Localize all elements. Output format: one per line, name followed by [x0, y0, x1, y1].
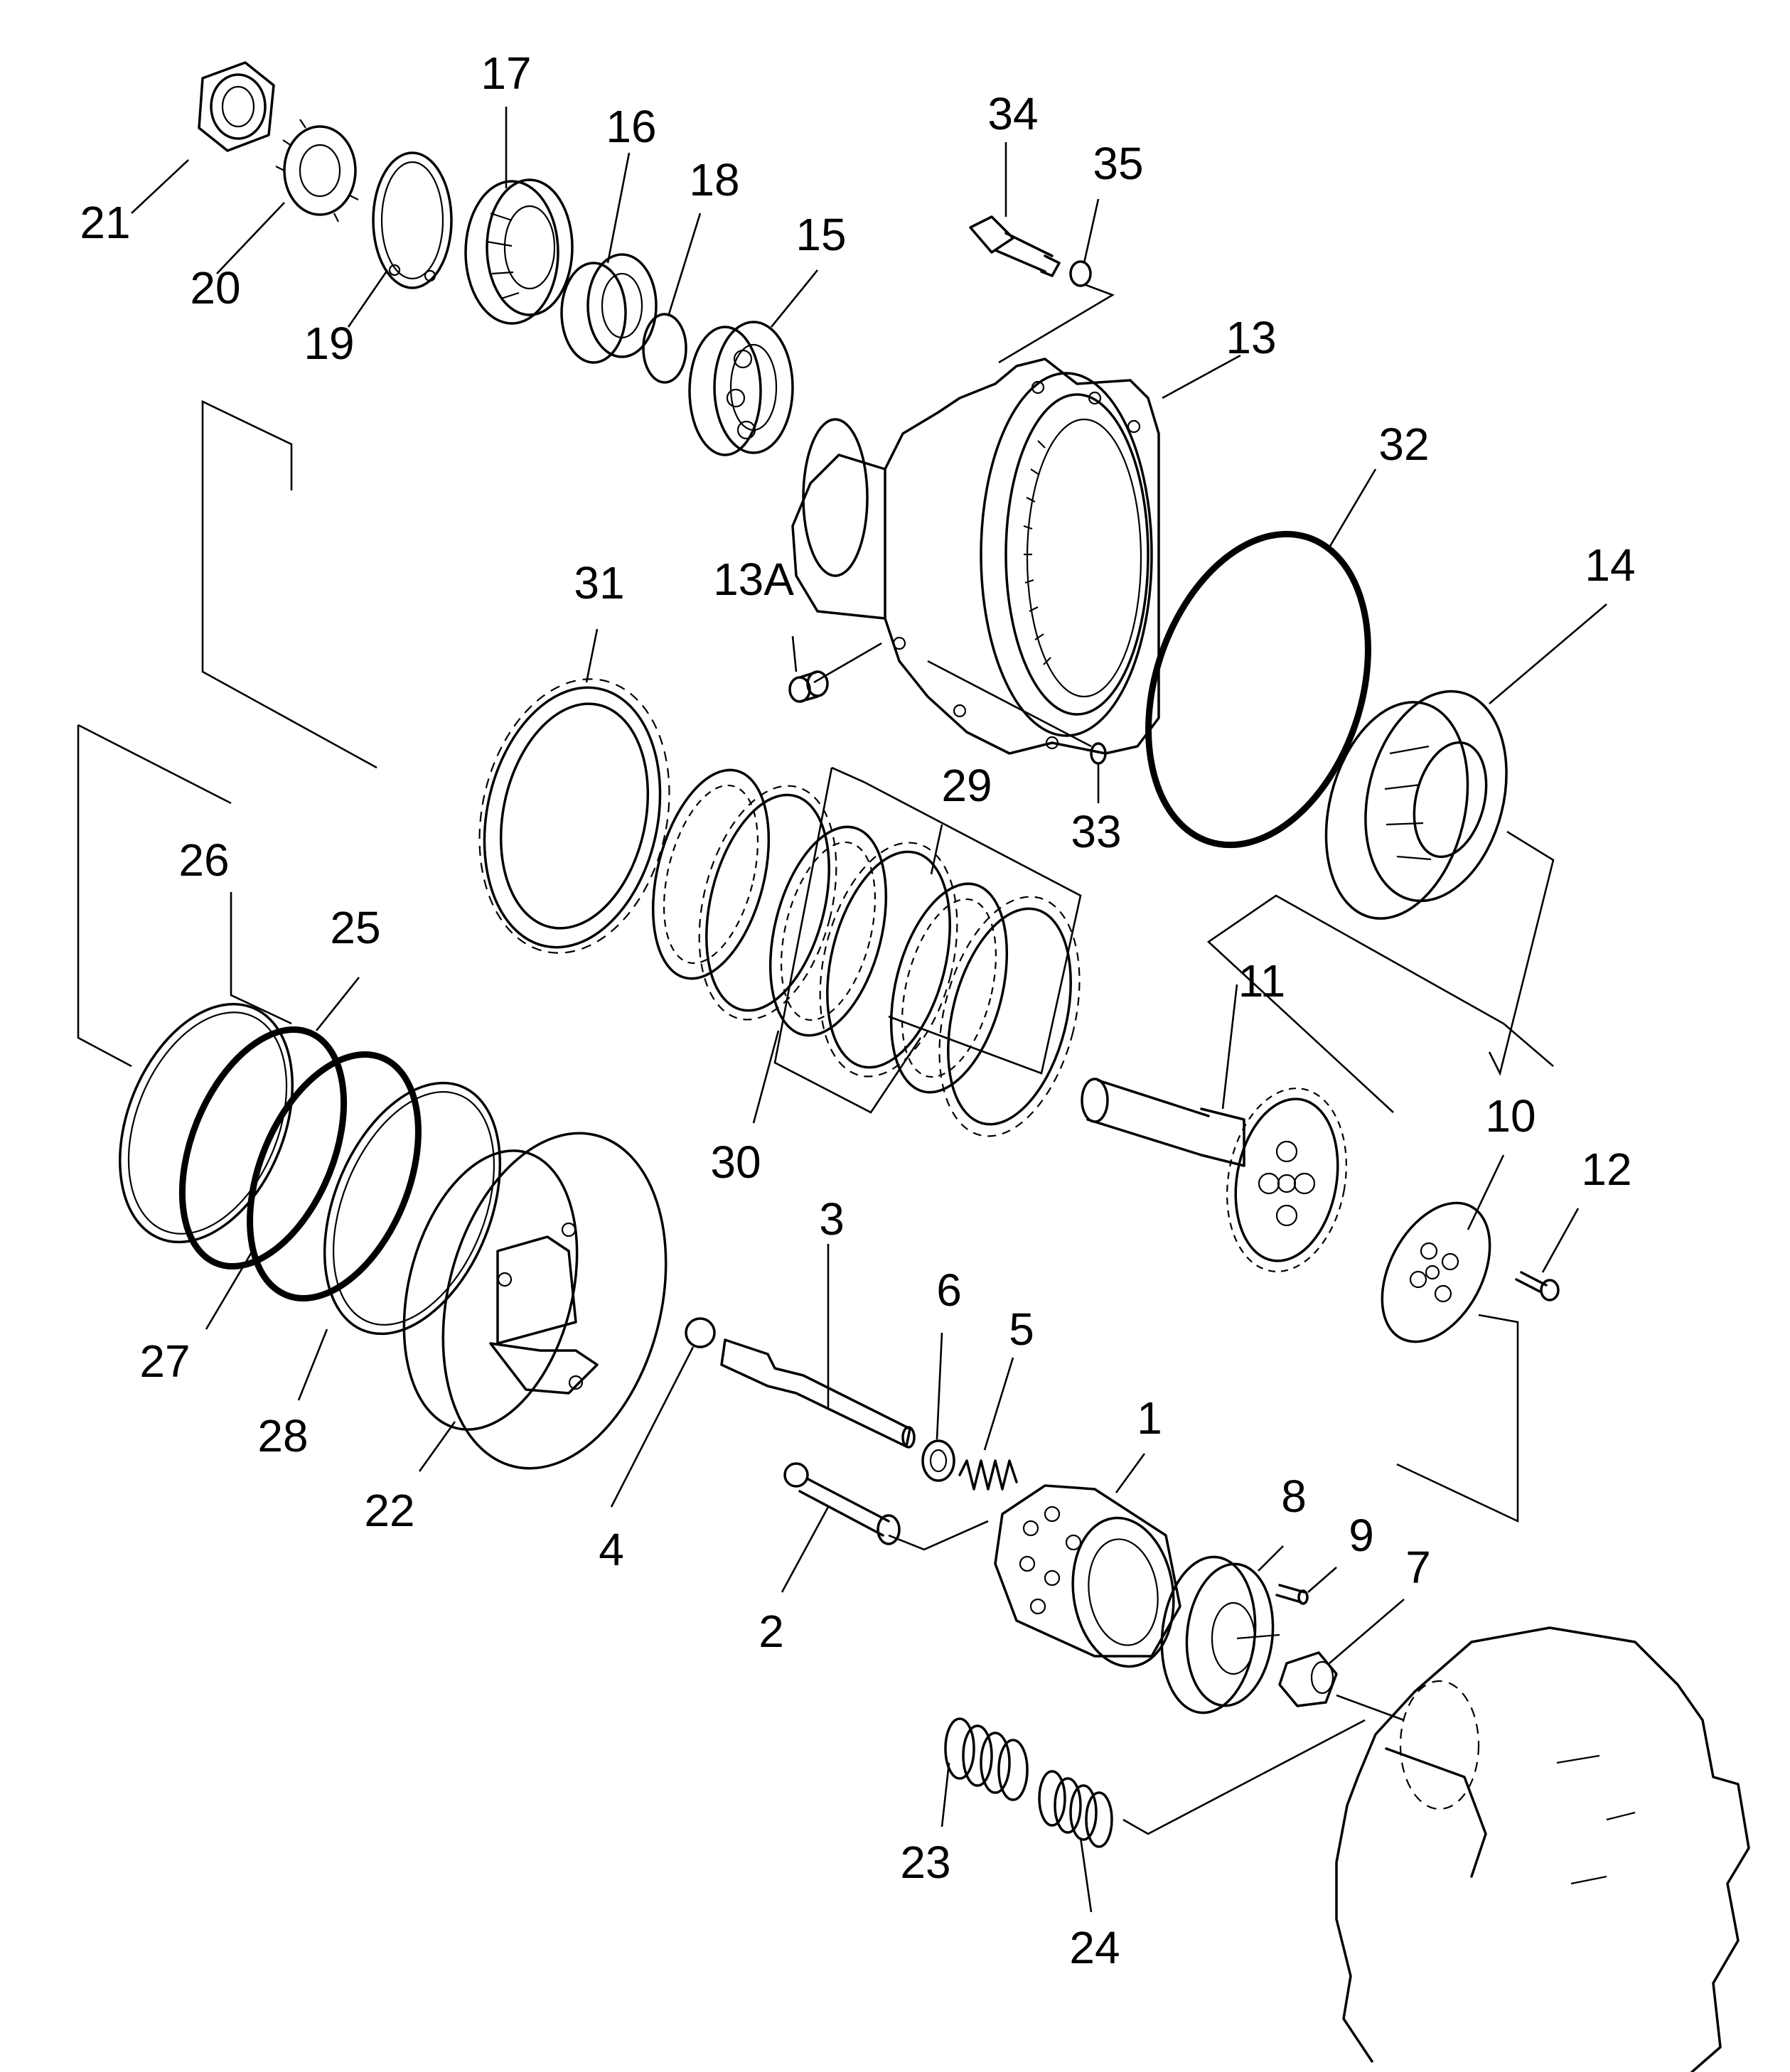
- part-main-housing-block: [1335, 1626, 1750, 2072]
- callout-23: 23: [900, 1837, 950, 1888]
- callout-19: 19: [304, 318, 354, 369]
- part-16-bushing: [560, 253, 658, 364]
- callout-33: 33: [1071, 806, 1121, 857]
- part-22-piston: [402, 1132, 668, 1470]
- callout-21: 21: [80, 197, 130, 248]
- callout-35: 35: [1093, 138, 1143, 189]
- callout-29: 29: [941, 760, 992, 811]
- part-34-bolt: [969, 215, 1061, 277]
- part-24-spring: [1038, 1770, 1113, 1848]
- callout-26: 26: [178, 834, 229, 886]
- part-23-spring: [944, 1717, 1029, 1801]
- part-3-spool: [720, 1338, 916, 1449]
- part-13-housing: [791, 358, 1160, 755]
- callout-27: 27: [139, 1336, 190, 1387]
- callout-11: 11: [1238, 955, 1285, 1007]
- callout-13a: 13A: [713, 554, 794, 605]
- part-17-seal: [464, 178, 574, 325]
- callout-28: 28: [257, 1410, 308, 1461]
- part-14-tapered-bearing: [1324, 689, 1508, 920]
- part-5-spring: [958, 1459, 1018, 1491]
- callout-6: 6: [936, 1265, 962, 1316]
- callout-17: 17: [481, 48, 531, 99]
- part-25-seal-ring: [178, 1026, 348, 1270]
- part-2-pin: [783, 1462, 901, 1545]
- callout-13: 13: [1226, 312, 1276, 363]
- part-19-snap-ring: [372, 151, 453, 289]
- callout-22: 22: [364, 1485, 414, 1536]
- callout-8: 8: [1281, 1471, 1307, 1522]
- part-4-ball: [685, 1317, 716, 1348]
- callout-2: 2: [759, 1606, 784, 1657]
- part-13a-plug: [788, 670, 829, 703]
- part-32-o-ring: [1145, 530, 1371, 849]
- part-18-o-ring: [642, 313, 687, 384]
- callout-labels: 1 2 3 4 5 6 7 8 9 10 11 12 13 13A 14 15 …: [80, 48, 1635, 1973]
- callout-10: 10: [1485, 1090, 1536, 1142]
- part-12-screw: [1515, 1271, 1560, 1301]
- part-7-bushing: [1278, 1651, 1338, 1707]
- part-31-ring-gear: [478, 678, 670, 954]
- callout-31: 31: [574, 557, 624, 608]
- callout-1: 1: [1137, 1392, 1162, 1444]
- callout-30: 30: [710, 1137, 761, 1188]
- callout-12: 12: [1581, 1144, 1631, 1195]
- callout-18: 18: [689, 154, 739, 205]
- callout-34: 34: [987, 88, 1038, 139]
- callout-24: 24: [1069, 1922, 1120, 1973]
- callout-7: 7: [1405, 1542, 1431, 1593]
- callout-5: 5: [1009, 1304, 1034, 1355]
- part-11-shaft: [1081, 1078, 1347, 1272]
- part-28-ring: [323, 1081, 502, 1336]
- callout-32: 32: [1378, 419, 1429, 470]
- part-21-nut: [198, 61, 275, 152]
- part-27-seal-ring: [247, 1051, 422, 1301]
- part-8-valve-plate: [1160, 1555, 1280, 1714]
- callout-9: 9: [1349, 1510, 1374, 1561]
- callout-20: 20: [190, 262, 240, 313]
- callout-15: 15: [795, 209, 846, 260]
- leader-lines: [77, 107, 1607, 1913]
- part-6-seat: [921, 1439, 955, 1482]
- callout-25: 25: [330, 902, 380, 953]
- part-35-washer: [1069, 260, 1092, 287]
- part-1-cylinder-block: [994, 1484, 1181, 1668]
- callout-16: 16: [606, 101, 656, 152]
- part-26-ring: [119, 1002, 294, 1244]
- part-15-ball-bearing: [688, 321, 794, 456]
- callout-14: 14: [1585, 540, 1635, 591]
- part-9-pin: [1275, 1584, 1309, 1605]
- part-20-lock-washer: [275, 119, 359, 222]
- part-33-o-ring: [1090, 742, 1107, 765]
- callout-4: 4: [599, 1524, 624, 1575]
- part-10-plate: [1381, 1201, 1491, 1343]
- part-29-30-clutch-discs: [651, 768, 1081, 1137]
- callout-3: 3: [819, 1193, 845, 1245]
